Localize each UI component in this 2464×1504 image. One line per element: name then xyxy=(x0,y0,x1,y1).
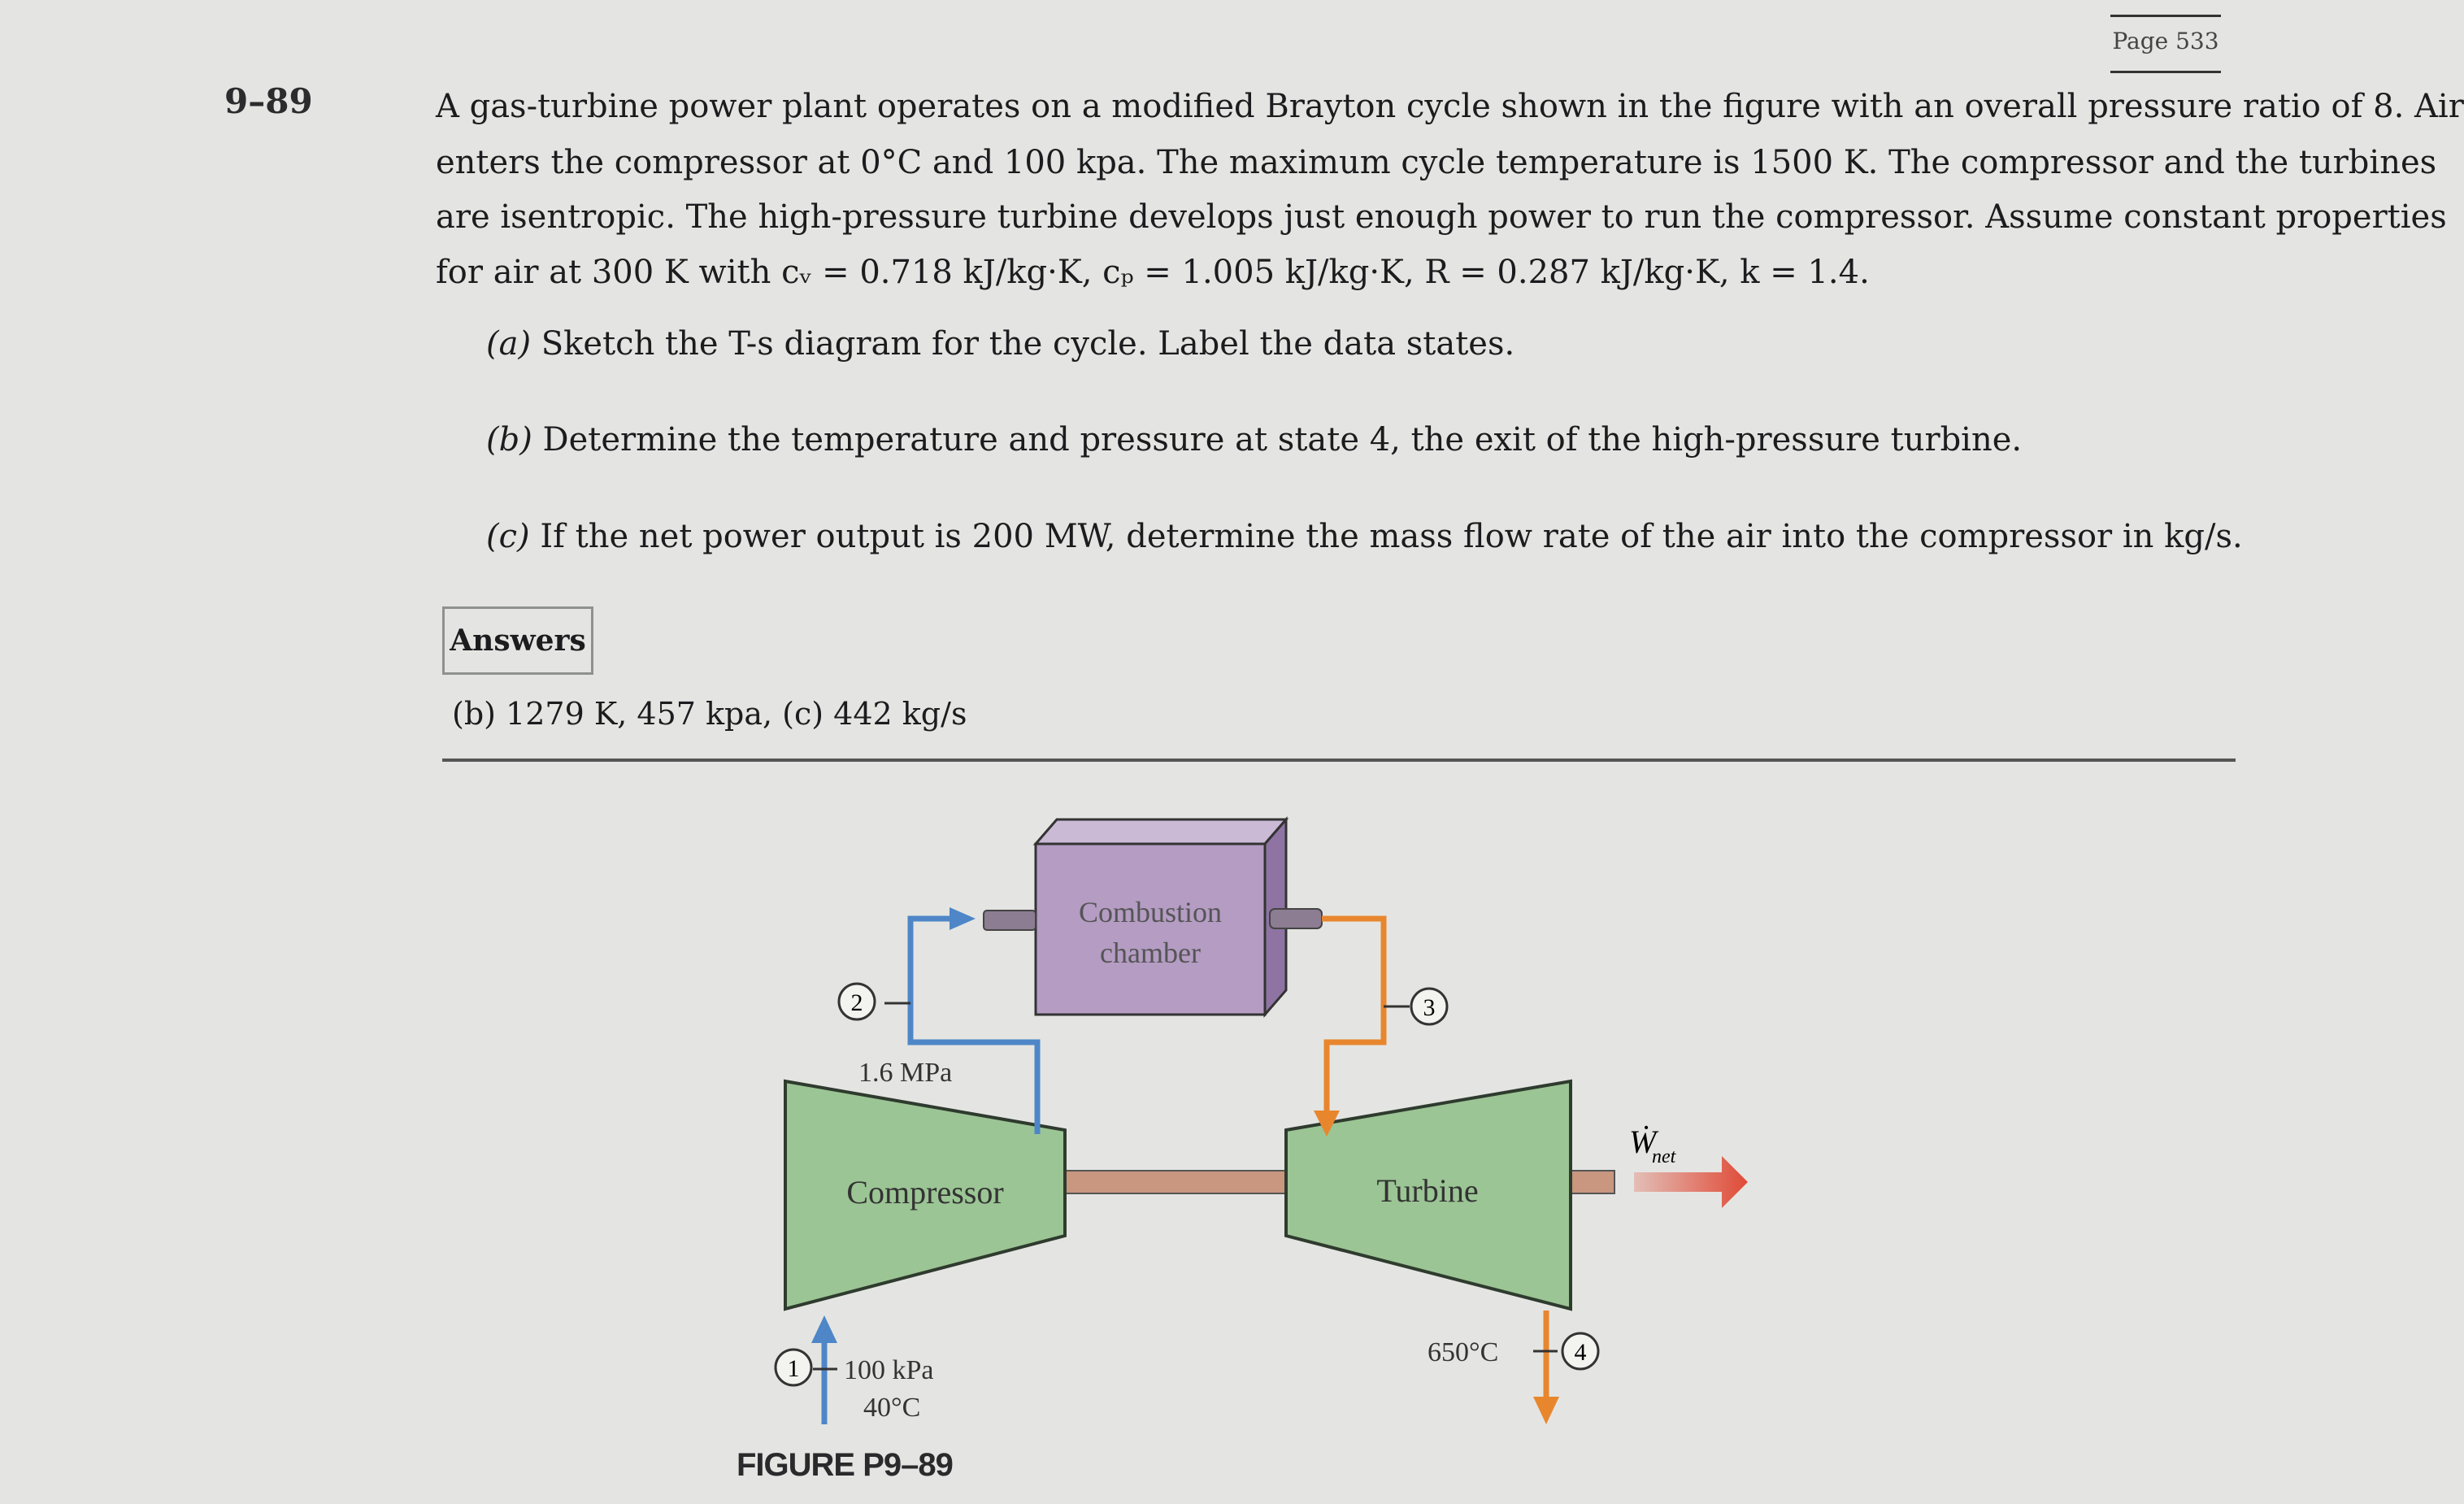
combustion-label-1: Combustion xyxy=(1079,896,1222,928)
answers-text: (b) 1279 K, 457 kpa, (c) 442 kg/s xyxy=(452,696,967,732)
part-a: (a) Sketch the T-s diagram for the cycle… xyxy=(486,325,1514,363)
wnet-symbol: Ẇ xyxy=(1629,1124,1659,1160)
combustion-chamber xyxy=(1034,842,1267,1016)
flow-arrow-into-chamber xyxy=(950,907,976,930)
pressure-state-1: 100 kPa xyxy=(844,1355,934,1385)
state-4-label: 4 xyxy=(1575,1339,1587,1366)
exhaust-flow-arrow xyxy=(1533,1397,1559,1424)
combustion-chamber-top xyxy=(1032,818,1289,845)
shaft xyxy=(1056,1170,1293,1194)
temperature-state-4: 650°C xyxy=(1428,1337,1498,1367)
chamber-outlet-nozzle xyxy=(1269,908,1323,929)
part-c-text: If the net power output is 200 MW, deter… xyxy=(540,518,2243,555)
compressor xyxy=(784,1079,1067,1311)
problem-number: 9–89 xyxy=(224,81,313,121)
gas-turbine-diagram: Ẇ net Compressor Turbine Combustion cham… xyxy=(774,815,1748,1424)
wnet-subscript: net xyxy=(1652,1146,1677,1167)
answers-button[interactable]: Answers xyxy=(442,606,593,675)
flow-line-2-to-chamber xyxy=(907,915,1041,1134)
state-4-marker: 4 xyxy=(1533,1332,1600,1371)
page-label: Page 533 xyxy=(2110,15,2221,73)
temperature-state-1: 40°C xyxy=(863,1393,920,1423)
part-c-label: (c) xyxy=(486,518,530,555)
state-3-label: 3 xyxy=(1423,994,1436,1021)
part-b: (b) Determine the temperature and pressu… xyxy=(486,421,2022,459)
pressure-state-2: 1.6 MPa xyxy=(858,1058,952,1088)
problem-statement-line-4: for air at 300 K with cᵥ = 0.718 kJ/kg·K… xyxy=(436,254,1870,291)
state-1-marker: 1 xyxy=(774,1348,837,1387)
state-1-label: 1 xyxy=(788,1355,800,1382)
compressor-label: Compressor xyxy=(846,1174,1003,1211)
part-a-text: Sketch the T-s diagram for the cycle. La… xyxy=(541,325,1515,363)
problem-statement-line-2: enters the compressor at 0°C and 100 kpa… xyxy=(436,144,2437,181)
part-b-text: Determine the temperature and pressure a… xyxy=(542,421,2023,459)
turbine-label: Turbine xyxy=(1376,1172,1478,1209)
section-divider xyxy=(442,759,2236,762)
turbine xyxy=(1284,1079,1572,1311)
part-b-label: (b) xyxy=(486,421,532,459)
page-label-text: Page 533 xyxy=(2112,28,2219,54)
combustion-label-2: chamber xyxy=(1100,937,1201,969)
part-a-label: (a) xyxy=(486,325,532,363)
state-2-marker: 2 xyxy=(837,982,910,1021)
net-power-arrow xyxy=(1634,1156,1748,1208)
problem-statement-line-1: A gas-turbine power plant operates on a … xyxy=(436,88,2464,125)
state-2-label: 2 xyxy=(851,989,863,1016)
figure-caption: FIGURE P9–89 xyxy=(737,1447,954,1483)
state-3-marker: 3 xyxy=(1384,987,1449,1026)
problem-statement-line-3: are isentropic. The high-pressure turbin… xyxy=(436,198,2447,236)
inlet-flow-arrow xyxy=(811,1315,837,1343)
output-shaft xyxy=(1568,1170,1615,1194)
chamber-inlet-nozzle xyxy=(983,910,1036,931)
flow-arrow-into-turbine xyxy=(1314,1111,1340,1137)
part-c: (c) If the net power output is 200 MW, d… xyxy=(486,518,2243,555)
flow-line-chamber-to-3 xyxy=(1322,915,1387,1115)
